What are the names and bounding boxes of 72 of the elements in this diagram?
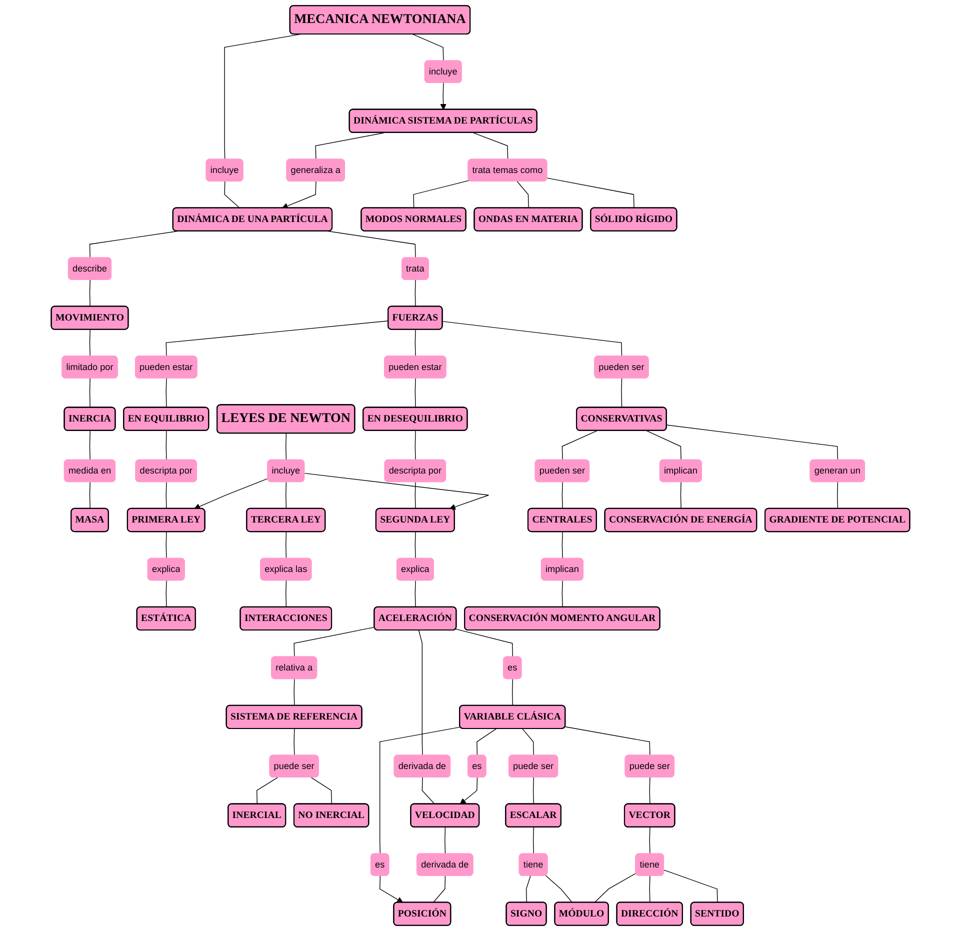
- connector: [89, 378, 90, 408]
- connector: [422, 777, 436, 804]
- connector: [315, 132, 385, 160]
- connector: [444, 826, 446, 854]
- connector: [649, 826, 650, 854]
- connector: [664, 870, 718, 903]
- connector: [414, 532, 416, 559]
- connector: [256, 777, 278, 804]
- connector: [837, 482, 838, 510]
- connector: [562, 532, 563, 559]
- connector: [89, 430, 90, 460]
- arrow: [304, 472, 490, 510]
- connector: [89, 280, 90, 307]
- connector: [621, 378, 622, 408]
- connector: [442, 321, 622, 357]
- connector: [89, 329, 90, 357]
- connector: [286, 482, 287, 510]
- connector: [414, 482, 416, 510]
- connector: [286, 580, 287, 608]
- connector: [516, 181, 529, 208]
- connector: [680, 482, 682, 510]
- connector: [310, 777, 332, 804]
- connector: [224, 34, 300, 160]
- connector: [562, 580, 563, 608]
- connector: [414, 378, 416, 408]
- connector: [166, 482, 167, 510]
- connector: [166, 430, 167, 460]
- connector: [649, 876, 650, 903]
- connector: [414, 430, 416, 460]
- connector: [414, 280, 416, 307]
- connector: [414, 329, 416, 357]
- connector: [286, 532, 287, 559]
- connector: [473, 132, 508, 160]
- connector: [328, 230, 416, 258]
- connector: [166, 320, 389, 357]
- connector: [414, 580, 416, 608]
- connector: [522, 728, 534, 756]
- connector: [286, 433, 287, 460]
- connector: [294, 728, 295, 756]
- connector: [562, 430, 598, 460]
- connector: [224, 181, 240, 208]
- arrow: [194, 478, 268, 510]
- arrow: [379, 876, 404, 903]
- connector: [532, 777, 534, 804]
- connector: [476, 728, 497, 756]
- connector: [546, 178, 634, 208]
- connector: [412, 34, 444, 62]
- connector: [379, 726, 461, 854]
- arrow: [440, 82, 446, 110]
- connector: [89, 482, 90, 510]
- connector: [432, 876, 446, 903]
- connector: [455, 628, 514, 658]
- connector: [649, 777, 650, 804]
- connector: [294, 678, 295, 706]
- connector: [564, 726, 650, 756]
- connector: [512, 678, 514, 706]
- connector: [418, 630, 423, 756]
- connector: [562, 482, 563, 510]
- connector: [526, 876, 531, 903]
- connector: [89, 230, 178, 258]
- connector: [413, 180, 470, 208]
- arrow: [282, 181, 316, 209]
- connector: [532, 826, 534, 854]
- connector: [646, 430, 682, 460]
- connector: [166, 378, 167, 408]
- connector: [666, 424, 838, 460]
- connector: [545, 875, 573, 903]
- connector: [166, 532, 167, 559]
- connector: [294, 626, 375, 658]
- connector: [166, 580, 167, 608]
- arrow: [460, 777, 478, 804]
- connector: [594, 872, 636, 903]
